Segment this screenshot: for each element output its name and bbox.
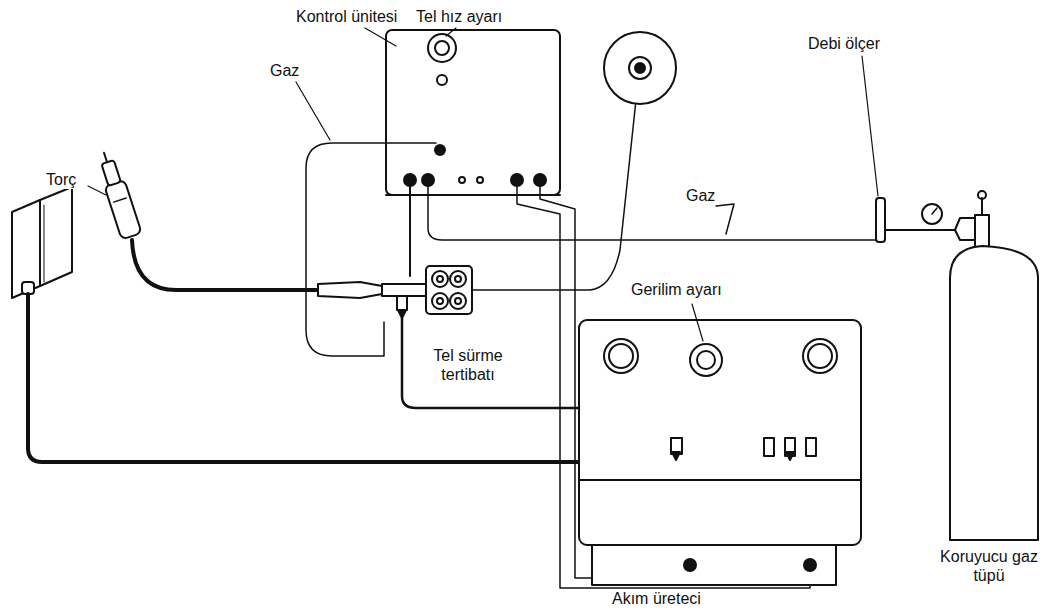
label-holder: Gerilim ayarı xyxy=(629,280,724,299)
label-holder: Akım üreteci xyxy=(610,589,703,608)
part-label: Torç xyxy=(44,170,78,189)
part-label: Kontrol ünitesi xyxy=(294,7,399,26)
label-holder: Kontrol ünitesi xyxy=(294,7,399,26)
part-label: Koruyucu gaz tüpü xyxy=(930,547,1048,585)
label-holder: Torç xyxy=(44,170,78,189)
part-label: Tel hız ayarı xyxy=(414,7,504,26)
label-holder: Tel sürme tertibatı xyxy=(420,346,516,384)
label-holder: Koruyucu gaz tüpü xyxy=(930,547,1048,585)
part-label: Gerilim ayarı xyxy=(629,280,724,299)
part-label: Debi ölçer xyxy=(806,34,882,53)
part-label: Gaz xyxy=(684,186,717,205)
label-holder: Debi ölçer xyxy=(806,34,882,53)
part-label: Akım üreteci xyxy=(610,589,703,608)
label-holder: Gaz xyxy=(268,61,301,80)
label-holder: Tel hız ayarı xyxy=(414,7,504,26)
label-holder: Gaz xyxy=(684,186,717,205)
part-label: Tel sürme tertibatı xyxy=(420,346,516,384)
part-label: Gaz xyxy=(268,61,301,80)
